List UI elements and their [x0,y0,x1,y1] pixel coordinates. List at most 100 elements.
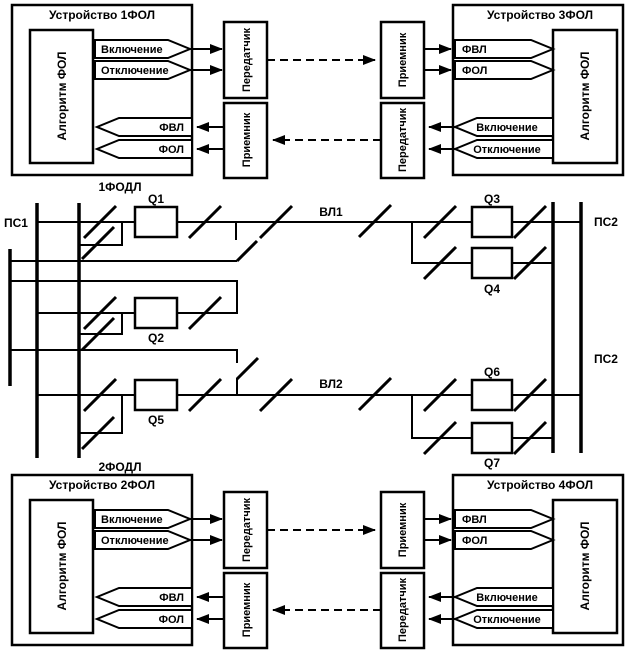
breaker-box-q7 [470,421,514,455]
breaker-box-q2 [133,296,179,330]
vl2-bypass-wire [10,349,238,363]
disconnector-icon [82,204,118,240]
fol-label: ФОЛ [159,614,184,626]
disconnector-icon [422,377,458,413]
trip-command-label: Отключение [473,614,541,626]
algorithm-box [28,28,95,165]
close-command-tag [452,587,554,607]
breaker-label-q1: Q1 [148,192,164,206]
close-command-label: Включение [476,592,538,604]
receiver-box [379,490,426,570]
device-block-1fol: Устройство 1ФОЛ Алгоритм ФОЛ Включение О… [10,3,269,180]
vl1-label: ВЛ1 [319,205,343,219]
disconnector-icon [422,245,458,281]
breaker-label-q3: Q3 [484,192,500,206]
disconnector-icon [187,377,223,413]
breaker-box-q5 [133,378,179,412]
switchyard: Q1 Q2 Q3 Q4 Q5 Q6 Q7 ПС1 ПС2 ПС2 ВЛ1 ВЛ2 [4,192,618,470]
trip-command-tag [452,139,554,159]
disconnector-icon [82,295,118,331]
receiver-box [222,101,269,180]
ps1-label: ПС1 [4,216,28,230]
trip-command-label: Отключение [473,144,541,156]
algorithm-label: Алгоритм ФОЛ [578,522,592,611]
algorithm-label: Алгоритм ФОЛ [55,522,69,611]
disconnector-icon [512,420,548,456]
disconnector-icon [512,204,548,240]
close-command-tag [452,117,554,137]
fol-label: ФОЛ [159,144,184,156]
comm-links-top [267,55,381,145]
receiver-box [379,20,426,100]
disconnector-icon [357,203,393,239]
ps2-label-bottom: ПС2 [594,352,618,366]
disconnector-icon [422,420,458,456]
q5-second-bus-branch [79,395,123,434]
algorithm-box [551,28,619,165]
fol-tag [94,139,193,159]
transmitter-label: Передатчик [397,108,409,172]
trip-command-label: Отключение [101,65,169,77]
disconnector-icon [422,204,458,240]
device-block-2fol: Устройство 2ФОЛ Алгоритм ФОЛ Включение О… [10,473,269,650]
breaker-box-q6 [470,378,514,412]
q2-second-bus-branch [79,313,123,335]
close-command-label: Включение [101,514,163,526]
receiver-label: Приемник [241,582,253,637]
transmitter-label: Передатчик [241,498,253,562]
fol-tag [454,60,556,80]
trip-command-tag [94,60,193,80]
device-title: Устройство 4ФОЛ [487,478,593,492]
transmitter-label: Передатчик [397,578,409,642]
receiver-label: Приемник [397,502,409,557]
disconnector-icon [82,377,118,413]
open-disconnector-icon [235,356,260,381]
close-command-tag [94,509,193,529]
open-disconnector-icon [235,239,259,263]
disconnector-icon [80,316,116,352]
fvl-label: ФВЛ [462,514,487,526]
disconnector-icon [512,245,548,281]
receiver-label: Приемник [397,32,409,87]
fol-label: ФОЛ [462,65,487,77]
receiver-box [222,571,269,650]
disconnector-icon [187,204,223,240]
trip-command-tag [452,609,554,629]
transmitter-box [222,490,269,570]
receiver-label: Приемник [241,112,253,167]
breaker-box-q1 [133,205,179,239]
fvl-label: ФВЛ [462,44,487,56]
fvl-tag [94,587,193,607]
fol-tag [454,530,556,550]
algorithm-box [28,498,95,635]
close-command-label: Включение [476,122,538,134]
breaker-label-q4: Q4 [484,282,500,296]
transmitter-box [222,20,269,100]
algorithm-box [551,498,619,635]
fvl-tag [454,39,556,59]
ps2-label-top: ПС2 [594,215,618,229]
close-command-tag [94,39,193,59]
close-command-label: Включение [101,44,163,56]
breaker-box-q4 [470,246,514,280]
fvl-tag [454,509,556,529]
vl2-label: ВЛ2 [319,377,343,391]
transmitter-box [379,571,426,650]
comm-links-bottom [267,525,381,615]
disconnector-icon [258,377,294,413]
disconnector-icon [80,225,116,261]
fvl-label: ФВЛ [159,592,184,604]
breaker-label-q5: Q5 [148,413,164,427]
breaker-label-q6: Q6 [484,365,500,379]
device-title: Устройство 2ФОЛ [49,478,155,492]
channel-label-2fodl: 2ФОДЛ [98,460,141,474]
algorithm-label: Алгоритм ФОЛ [578,52,592,141]
fol-tag [94,609,193,629]
disconnector-icon [80,415,116,451]
device-title: Устройство 1ФОЛ [49,8,155,22]
fvl-label: ФВЛ [159,122,184,134]
disconnector-icon [258,204,294,240]
channel-label-1fodl: 1ФОДЛ [98,180,141,194]
